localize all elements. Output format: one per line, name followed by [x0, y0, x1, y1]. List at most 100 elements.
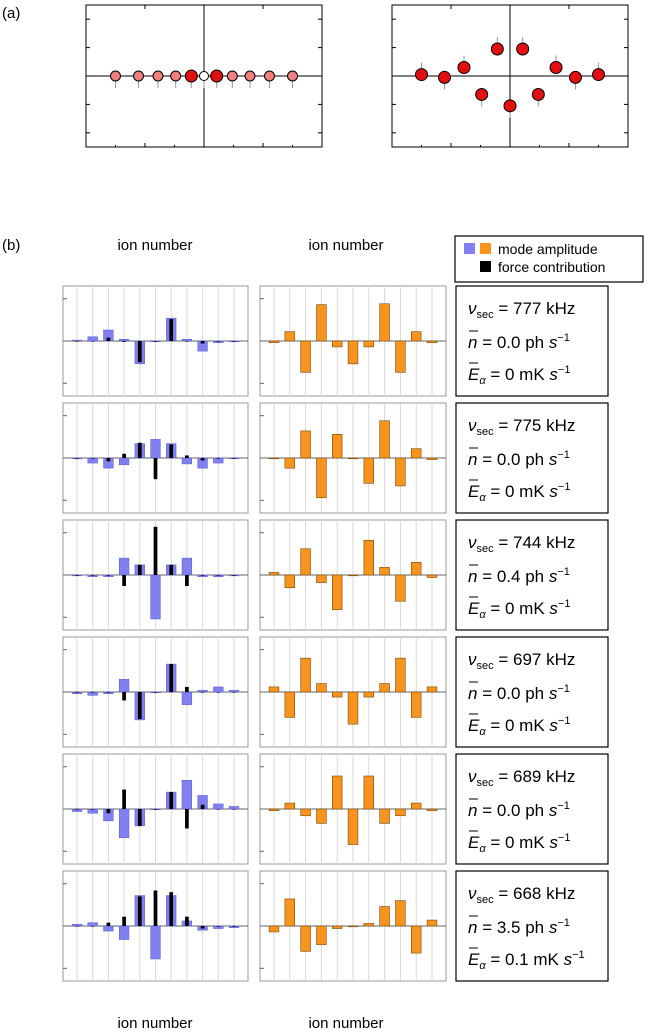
force-bar — [185, 455, 189, 458]
z-mode-bar — [347, 808, 359, 845]
panel-label-b: (b) — [2, 237, 20, 254]
ion-marker — [531, 87, 545, 101]
force-bar — [232, 692, 236, 693]
z-mode-bar — [363, 923, 374, 927]
y-mode-bar — [118, 679, 130, 693]
heating-rate: n = 0.0 ph s−1 — [468, 800, 570, 820]
ion-marker — [457, 60, 471, 74]
z-mode-bar — [426, 919, 438, 927]
y-mode-bar — [150, 574, 161, 620]
z-mode-bar — [300, 657, 311, 693]
force-bar — [153, 809, 158, 810]
z-mode-bar — [347, 457, 359, 460]
legend-force-contribution: force contribution — [498, 259, 605, 275]
force-bar — [185, 809, 189, 829]
z-mode-bar — [316, 457, 327, 499]
info-frame — [455, 870, 609, 982]
z-mode-bar — [379, 567, 390, 576]
force-bar — [200, 575, 205, 576]
z-mode-bar — [332, 925, 343, 929]
legend-mode-amplitude: mode amplitude — [498, 241, 598, 257]
info-frame — [455, 753, 609, 865]
force-bar — [216, 809, 221, 810]
y-mode-bar — [118, 339, 130, 342]
force-bar — [137, 896, 142, 926]
secular-frequency: νsec = 775 kHz — [468, 416, 575, 438]
z-mode-bar — [411, 802, 422, 810]
panel-a-right-scatter — [391, 4, 629, 148]
force-bar — [137, 442, 142, 458]
z-mode-bar — [395, 900, 406, 927]
ion-marker — [170, 70, 182, 82]
z-mode-bar — [411, 562, 422, 576]
y-mode-bar — [213, 686, 224, 693]
y-mode-bar — [87, 457, 98, 464]
y-mode-bar — [71, 339, 83, 342]
z-mode-bar — [284, 802, 295, 810]
z-mode-bar — [332, 691, 343, 698]
y-mode-bar — [118, 925, 130, 940]
y-direction-panel — [62, 636, 249, 748]
heating-rate: n = 0.0 ph s−1 — [468, 449, 570, 469]
z-mode-bar — [300, 925, 311, 952]
force-bar — [232, 458, 236, 459]
force-bar — [90, 458, 95, 459]
z-mode-bar — [332, 340, 343, 348]
y-mode-bar — [181, 339, 193, 342]
y-mode-bar — [213, 803, 224, 810]
z-mode-bar — [379, 906, 390, 927]
bottom-axis-label-z: ion number — [308, 1015, 383, 1032]
z-mode-bar — [316, 808, 327, 824]
y-mode-bar — [228, 806, 240, 810]
force-bar — [90, 341, 95, 342]
z-mode-bar — [395, 457, 406, 487]
z-mode-bar — [300, 808, 311, 817]
ion-marker — [184, 69, 198, 83]
z-mode-bar — [284, 898, 295, 927]
force-bar — [169, 319, 174, 341]
legend-y-mode-swatch — [464, 243, 475, 254]
ion-marker — [516, 42, 530, 56]
top-axis-label-y: ion number — [117, 237, 192, 254]
force-bar — [75, 926, 79, 927]
y-mode-bar — [87, 808, 98, 814]
y-mode-bar — [71, 924, 83, 927]
force-bar — [216, 926, 221, 927]
force-bar — [106, 692, 111, 693]
bottom-axis-label-y: ion number — [117, 1015, 192, 1032]
z-mode-bar — [363, 457, 374, 484]
y-mode-bar — [181, 779, 193, 810]
y-mode-bar — [150, 925, 161, 960]
force-bar — [106, 809, 111, 814]
z-mode-bar — [363, 340, 374, 348]
force-bar — [232, 575, 236, 576]
legend-force-swatch — [480, 261, 491, 272]
force-bar — [153, 526, 158, 575]
z-mode-bar — [268, 808, 280, 811]
z-mode-bar — [268, 457, 280, 460]
force-bar — [169, 892, 174, 926]
z-direction-panel — [259, 519, 447, 631]
y-mode-bar — [228, 690, 240, 693]
z-mode-bar — [426, 340, 438, 343]
info-frame — [455, 402, 609, 514]
z-mode-bar — [411, 925, 422, 954]
ion-marker — [438, 70, 452, 84]
heating-rate: n = 3.5 ph s−1 — [468, 917, 570, 937]
y-mode-bar — [118, 808, 130, 839]
z-mode-bar — [316, 683, 327, 693]
y-mode-bar — [213, 457, 224, 464]
force-bar — [75, 809, 79, 810]
y-mode-bar — [181, 457, 193, 465]
force-bar — [200, 458, 205, 461]
force-bar — [75, 341, 79, 342]
heating-rate: n = 0.4 ph s−1 — [468, 566, 570, 586]
z-mode-bar — [347, 925, 359, 928]
force-bar — [200, 926, 205, 929]
force-bar — [200, 341, 205, 344]
z-mode-bar — [284, 457, 295, 469]
info-frame — [455, 519, 609, 631]
y-direction-panel — [62, 870, 249, 982]
info-frame — [455, 285, 609, 397]
